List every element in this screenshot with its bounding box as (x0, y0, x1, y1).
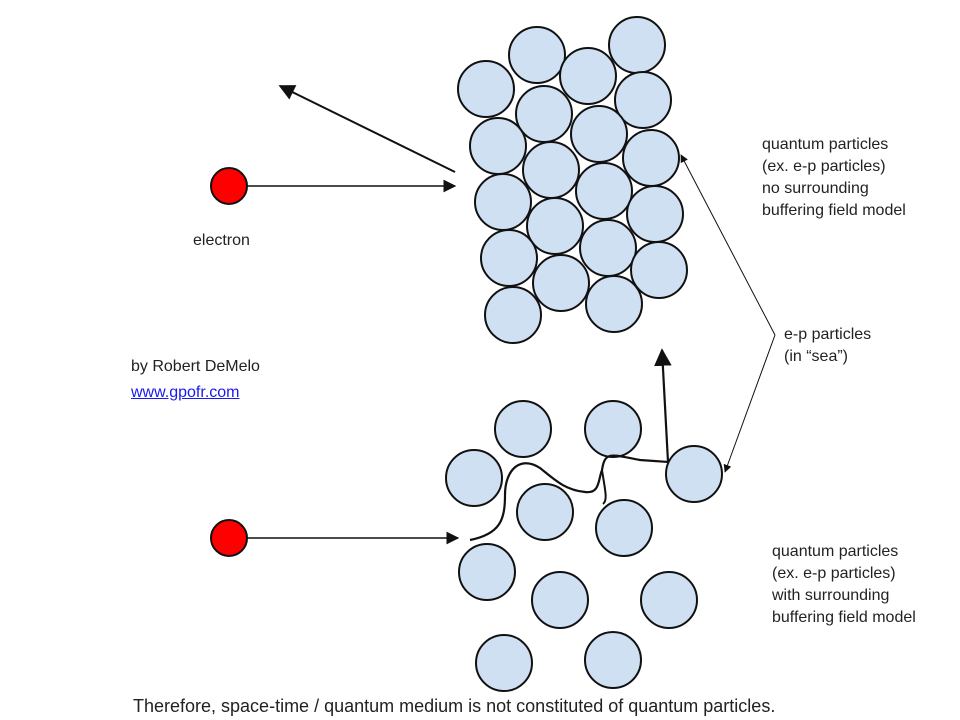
bottom-particle-7 (458, 543, 516, 601)
top-particle-20 (585, 275, 643, 333)
top-particle-3 (457, 60, 515, 118)
bottom-model-line-1: quantum particles (772, 543, 899, 560)
top-particle-5 (614, 71, 672, 129)
wiggly-path (469, 348, 672, 542)
bottom-particle-8 (531, 571, 589, 629)
top-model-line-3: no surrounding (762, 180, 869, 197)
bottom-particle-2 (584, 400, 642, 458)
top-particle-cluster (457, 16, 688, 344)
bottom-particle-3 (445, 449, 503, 507)
top-particle-11 (474, 173, 532, 231)
electron-label: electron (193, 232, 250, 249)
top-model-label: quantum particles (ex. e-p particles) no… (762, 134, 906, 222)
top-particle-18 (532, 254, 590, 312)
top-particle-16 (579, 219, 637, 277)
bottom-model-line-3: with surrounding (772, 587, 890, 604)
bottom-model-line-4: buffering field model (772, 609, 916, 626)
top-particle-10 (522, 141, 580, 199)
top-particle-1 (508, 26, 566, 84)
bottom-particle-4 (665, 445, 723, 503)
top-model-line-2: (ex. e-p particles) (762, 158, 886, 175)
bottom-particle-cluster (445, 400, 723, 692)
bottom-particle-5 (516, 483, 574, 541)
bottom-model-line-2: (ex. e-p particles) (772, 565, 896, 582)
wiggly-path-branch (601, 469, 607, 505)
top-particle-4 (559, 47, 617, 105)
author-label: by Robert DeMelo (131, 358, 260, 375)
website-link[interactable]: www.gpofr.com (131, 384, 240, 401)
top-particle-9 (622, 129, 680, 187)
bottom-model-label: quantum particles (ex. e-p particles) wi… (772, 541, 916, 629)
top-model-line-4: buffering field model (762, 202, 906, 219)
top-particle-12 (575, 162, 633, 220)
top-particle-8 (570, 105, 628, 163)
top-particle-19 (484, 286, 542, 344)
top-particle-15 (480, 229, 538, 287)
caption: Therefore, space-time / quantum medium i… (133, 696, 776, 716)
bottom-particle-9 (640, 571, 698, 629)
top-particle-14 (526, 197, 584, 255)
deflected-arrow (278, 85, 456, 173)
top-model-line-1: quantum particles (762, 136, 889, 153)
top-particle-2 (608, 16, 666, 74)
pointer-line-bottom (723, 334, 776, 473)
bottom-particle-6 (595, 499, 653, 557)
sea-label: e-p particles (in “sea”) (784, 324, 871, 368)
bottom-particle-1 (494, 400, 552, 458)
sea-line-1: e-p particles (784, 326, 872, 343)
sea-line-2: (in “sea”) (784, 348, 849, 365)
pointer-line-top (680, 154, 776, 336)
top-particle-6 (515, 85, 573, 143)
electron-top (210, 167, 248, 205)
bottom-particle-10 (475, 634, 533, 692)
electron-bottom (210, 519, 248, 557)
top-particle-13 (626, 185, 684, 243)
bottom-particle-11 (584, 631, 642, 689)
top-particle-7 (469, 117, 527, 175)
top-particle-17 (630, 241, 688, 299)
